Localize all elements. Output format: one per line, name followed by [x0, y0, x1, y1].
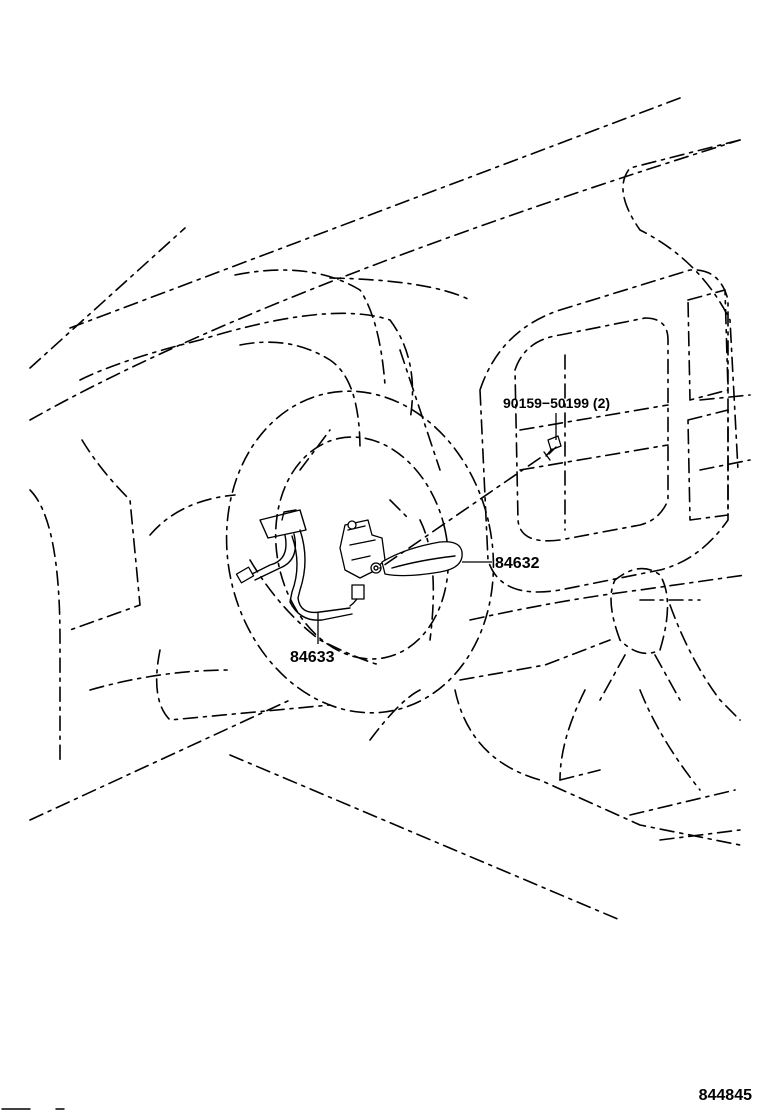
shift-knob-outline — [599, 567, 681, 701]
figure-code: 844845 — [699, 1087, 752, 1104]
bolt-part — [379, 435, 562, 569]
leader-lines — [317, 413, 557, 644]
cruise-switch-part — [339, 519, 463, 579]
dashboard-outline — [29, 97, 751, 921]
callout-switch: 84632 — [495, 555, 540, 572]
callout-harness: 84633 — [290, 649, 335, 666]
wire-harness-part — [235, 509, 365, 621]
steering-wheel-outline — [225, 390, 495, 714]
callout-bolt: 90159−50199 (2) — [503, 395, 610, 411]
